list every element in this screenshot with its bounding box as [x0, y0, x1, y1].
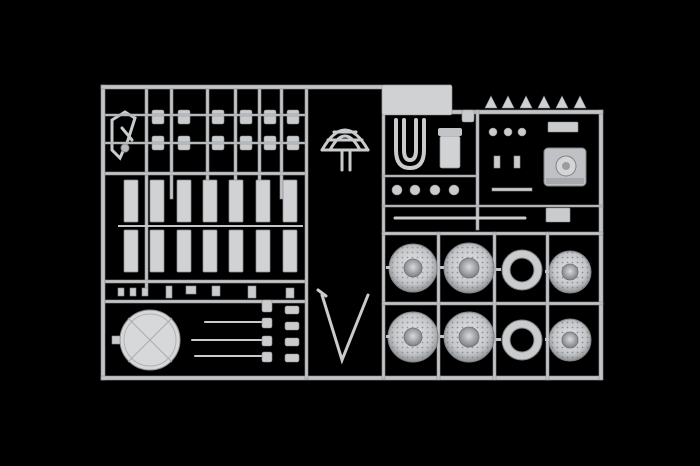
- small-bolts: [391, 184, 460, 196]
- panel-attach-runners: [118, 225, 303, 227]
- brake-disc-5: [443, 311, 495, 363]
- pyramid-studs: [484, 95, 587, 109]
- v-strut-part: [316, 288, 370, 365]
- tank-part: [438, 128, 462, 169]
- brake-disc-4: [387, 311, 439, 363]
- brake-ring-2: [501, 319, 543, 361]
- rectangular-panels: [123, 179, 298, 273]
- roll-cage-part: [320, 128, 370, 172]
- rod-parts: [191, 321, 263, 357]
- brake-disc-6: [548, 318, 592, 362]
- engine-block-part: [543, 147, 587, 187]
- brake-disc-3: [548, 250, 592, 294]
- disc-gates: [386, 266, 549, 341]
- brake-ring-1: [501, 249, 543, 291]
- small-brackets: [117, 285, 295, 299]
- round-plate: [111, 309, 181, 371]
- u-pipe-part: [394, 118, 426, 171]
- end-fittings: [261, 299, 300, 363]
- small-fittings: [461, 109, 579, 223]
- brake-disc-1: [388, 243, 438, 293]
- brake-disc-2: [443, 242, 495, 294]
- small-link-parts: [104, 109, 306, 151]
